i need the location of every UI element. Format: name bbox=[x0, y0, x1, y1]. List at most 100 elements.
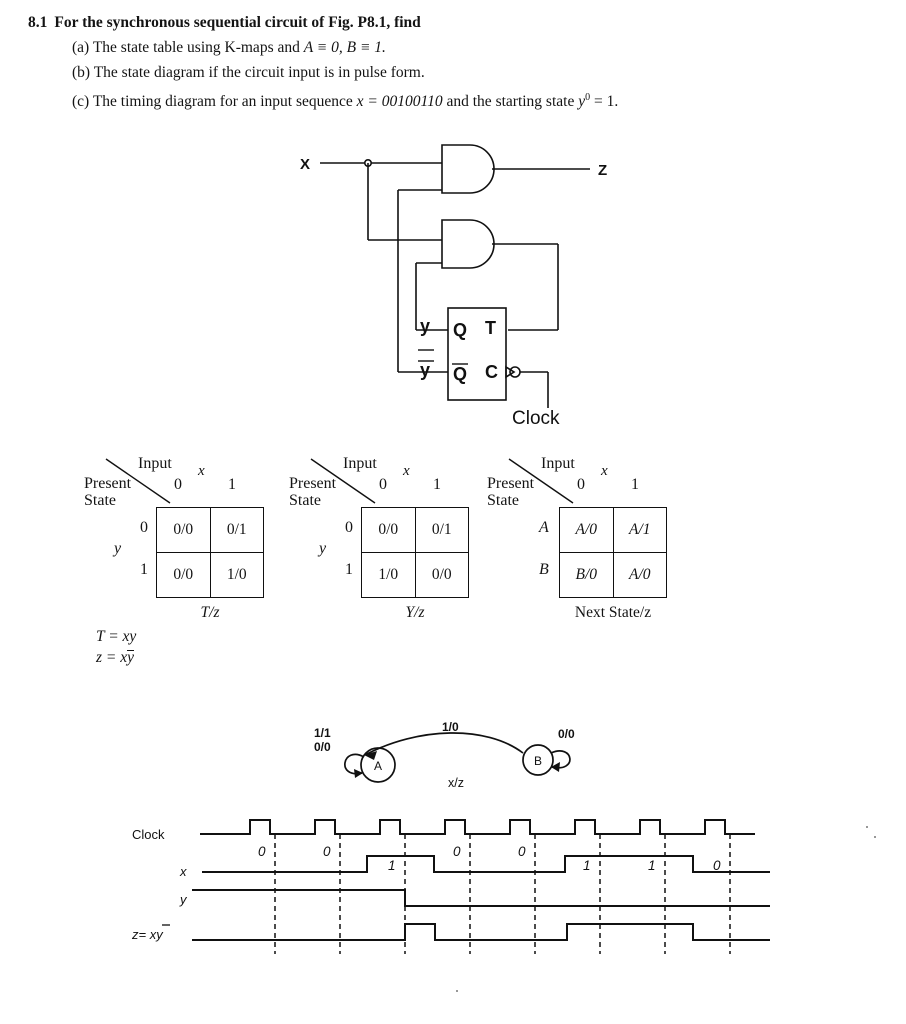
kmap-cell-1-1: 0/0 bbox=[414, 552, 469, 598]
table-row: 0/0 0/1 bbox=[156, 507, 264, 553]
sampling-gridlines bbox=[274, 834, 731, 954]
timing-row-label-y: y bbox=[179, 892, 188, 907]
item-a-text: The state table using K-maps and bbox=[92, 39, 304, 56]
state-label-a: A bbox=[374, 759, 382, 773]
svg-text:z= xy: z= xy bbox=[131, 927, 164, 942]
item-b-text: The state diagram if the circuit input i… bbox=[93, 64, 425, 81]
state-diagram-legend: x/z bbox=[448, 776, 464, 790]
kmap-row-header-1: 1 bbox=[140, 561, 148, 578]
self-loop-b bbox=[550, 750, 571, 769]
ff-pin-t: T bbox=[485, 318, 496, 338]
kmap-cell-1-1: 1/0 bbox=[209, 552, 264, 598]
and-gate-1 bbox=[441, 144, 495, 194]
state-diagram: 1/1 0/0 1/0 0/0 A B x/z bbox=[290, 715, 610, 800]
kmap-input-label: Input bbox=[541, 455, 575, 472]
kmap-diagonal-line bbox=[105, 458, 171, 504]
kmap-row-header-0: 0 bbox=[140, 519, 148, 536]
kmap-next-state-body: A B A/0 A/1 B/0 A/0 bbox=[539, 507, 667, 598]
timing-bit-label-7: 0 bbox=[713, 858, 721, 873]
kmap-t-z-body: y 0 1 0/0 0/1 0/0 1/0 bbox=[114, 507, 264, 598]
wire-label-ybar: y bbox=[420, 360, 430, 380]
kmap-cell-0-0: A/0 bbox=[559, 507, 614, 553]
kmap-col-header-1: 1 bbox=[228, 476, 236, 493]
timing-row-label-clock: Clock bbox=[132, 827, 165, 842]
problem-item-c: (c) The timing diagram for an input sequ… bbox=[72, 85, 878, 114]
kmap-col-header-0: 0 bbox=[379, 476, 387, 493]
item-b-tag: (b) bbox=[72, 64, 91, 81]
clock-edge-triangle bbox=[505, 365, 516, 379]
timing-bit-label-6: 1 bbox=[648, 858, 656, 873]
item-a-math: A ≡ 0, B ≡ 1. bbox=[303, 39, 386, 56]
kmap-equations: T = xy z = xy bbox=[96, 626, 282, 668]
self-loop-a-arrowhead bbox=[354, 769, 363, 778]
kmap-diagonal-line bbox=[508, 458, 574, 504]
item-c-math: x = 00100110 bbox=[356, 93, 443, 111]
state-label-b: B bbox=[534, 754, 542, 768]
timing-row-label-x: x bbox=[179, 864, 187, 879]
kmap-grid: 0/0 0/1 0/0 1/0 bbox=[156, 507, 264, 598]
timing-z-prefix: z= bbox=[131, 927, 147, 942]
kmap-grid: A/0 A/1 B/0 A/0 bbox=[559, 507, 667, 598]
table-row: 0/0 0/1 bbox=[361, 507, 469, 553]
problem-number: 8.1 bbox=[28, 14, 48, 31]
problem-item-b: (b) The state diagram if the circuit inp… bbox=[72, 60, 878, 85]
circuit-input-label: X bbox=[300, 156, 310, 173]
self-loop-b-arrowhead bbox=[551, 762, 560, 772]
scan-speck bbox=[874, 836, 876, 838]
timing-bit-label-0: 0 bbox=[258, 844, 266, 859]
timing-row-label-z: z= xy bbox=[131, 924, 170, 942]
circuit-diagram: X Z y y Q Q T C Clock bbox=[280, 140, 640, 430]
kmap-row-var: y bbox=[319, 540, 327, 557]
kmap-cell-0-1: A/1 bbox=[612, 507, 667, 553]
kmap-row-header-0: A bbox=[539, 519, 549, 536]
timing-bit-label-2: 1 bbox=[388, 858, 396, 873]
kmap-x-var: x bbox=[601, 463, 608, 479]
timing-bit-label-3: 0 bbox=[453, 844, 461, 859]
problem-item-a: (a) The state table using K-maps and A ≡… bbox=[72, 35, 878, 60]
table-row: 0/0 1/0 bbox=[156, 552, 264, 598]
self-loop-b-label: 0/0 bbox=[558, 727, 575, 741]
table-row: B/0 A/0 bbox=[559, 552, 667, 598]
clock-label: Clock bbox=[512, 408, 560, 429]
transition-arrowhead bbox=[364, 751, 377, 760]
timing-bit-label-1: 0 bbox=[323, 844, 331, 859]
ff-pin-q: Q bbox=[453, 320, 467, 340]
kmap-y-z-body: y 0 1 0/0 0/1 1/0 0/0 bbox=[319, 507, 469, 598]
kmap-caption: Y/z bbox=[405, 604, 425, 621]
kmap-cell-0-1: 0/1 bbox=[209, 507, 264, 553]
flip-flop-box bbox=[447, 307, 507, 401]
timing-bit-label-4: 0 bbox=[518, 844, 526, 859]
waveform-z bbox=[192, 923, 770, 941]
kmap-cell-1-0: B/0 bbox=[559, 552, 614, 598]
wire-label-y: y bbox=[420, 316, 430, 336]
waveform-y bbox=[192, 889, 770, 907]
ff-pin-c: C bbox=[485, 362, 498, 382]
scan-speck bbox=[456, 990, 458, 992]
kmap-x-var: x bbox=[198, 463, 205, 479]
kmap-diagonal-line bbox=[310, 458, 376, 504]
timing-diagram: Clock x y z= xy 0 0 1 0 0 1 1 0 bbox=[130, 812, 900, 957]
kmap-col-header-1: 1 bbox=[433, 476, 441, 493]
kmap-row-header-1: 1 bbox=[345, 561, 353, 578]
item-c-text-after: and the starting state y0 = 1. bbox=[442, 92, 619, 111]
kmap-cell-0-0: 0/0 bbox=[156, 507, 211, 553]
item-c-text: The timing diagram for an input sequence bbox=[92, 93, 357, 111]
kmap-grid: 0/0 0/1 1/0 0/0 bbox=[361, 507, 469, 598]
kmap-cell-1-0: 0/0 bbox=[156, 552, 211, 598]
circuit-output-label: Z bbox=[598, 162, 607, 179]
self-loop-a-label-2: 0/0 bbox=[314, 740, 331, 754]
equation-T: T = xy bbox=[96, 628, 137, 645]
kmap-cell-1-0: 1/0 bbox=[361, 552, 416, 598]
transition-b-to-a bbox=[364, 732, 524, 756]
